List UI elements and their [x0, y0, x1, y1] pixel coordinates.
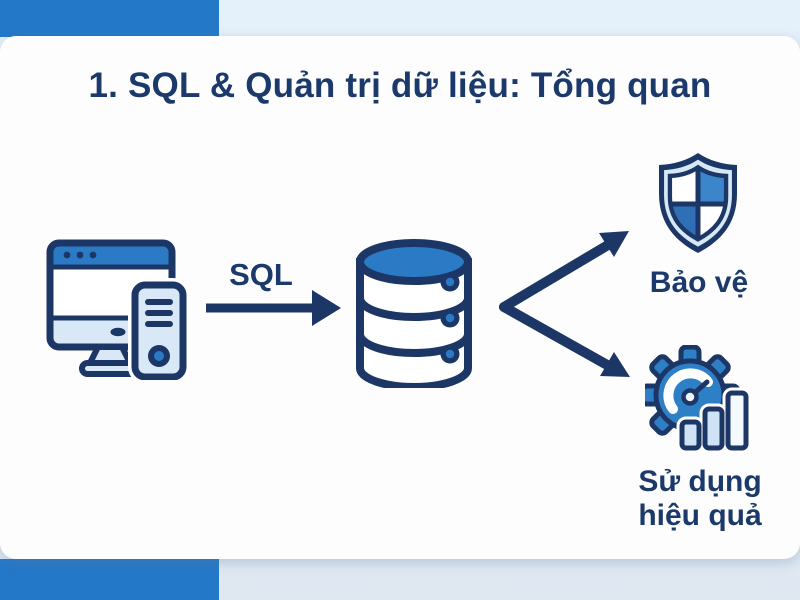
branch-arrow-up	[599, 231, 629, 257]
efficiency-gauge-chart-icon	[645, 345, 752, 454]
bar-chart	[676, 387, 752, 454]
bao-ve-label: Bảo vệ	[649, 266, 749, 299]
sql-arrow	[206, 290, 341, 326]
shield-icon	[659, 153, 737, 253]
branch-arrows	[499, 231, 630, 377]
database-icon	[356, 239, 472, 388]
branch-arrow-down	[600, 352, 630, 377]
accent-bar-bottom	[0, 559, 219, 600]
sql-flow-label: SQL	[229, 257, 293, 292]
accent-bar-top	[0, 0, 219, 37]
su-dung-hieu-qua-label: Sử dụng hiệu quả	[615, 465, 785, 532]
su-dung-line: Sử dụng	[638, 465, 762, 498]
computer-icon	[46, 239, 190, 380]
hieu-qua-line: hiệu quả	[638, 498, 762, 532]
gauge-arc	[663, 368, 713, 414]
page-title: 1. SQL & Quản trị dữ liệu: Tổng quan	[88, 66, 712, 105]
